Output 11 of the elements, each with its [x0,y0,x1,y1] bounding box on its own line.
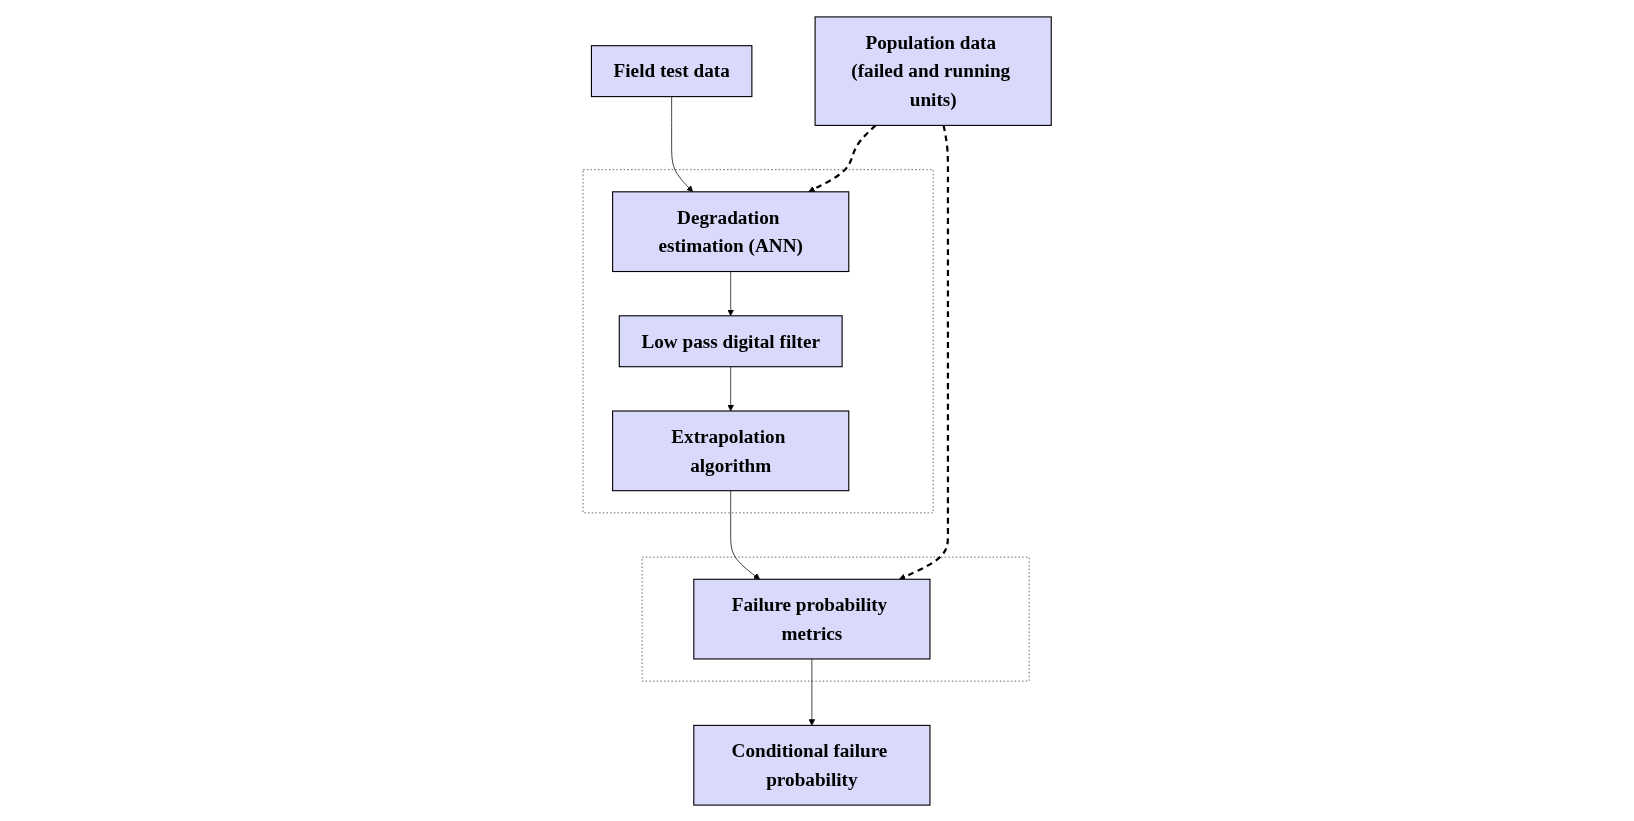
node-box: Field test data [590,44,753,97]
cluster [582,168,934,513]
arrow [808,124,877,192]
node-box: Conditional failure probability [693,724,931,806]
node-box: Low pass digital filter [618,314,843,367]
cluster [641,556,1030,681]
node-box: Failure probability metrics [693,578,931,660]
arrow [898,124,949,580]
node-box: Population data (failed and running units) [814,15,1052,126]
node-box: Degradation estimation (ANN) [611,190,850,272]
node-box: Extrapolation algorithm [611,409,850,491]
